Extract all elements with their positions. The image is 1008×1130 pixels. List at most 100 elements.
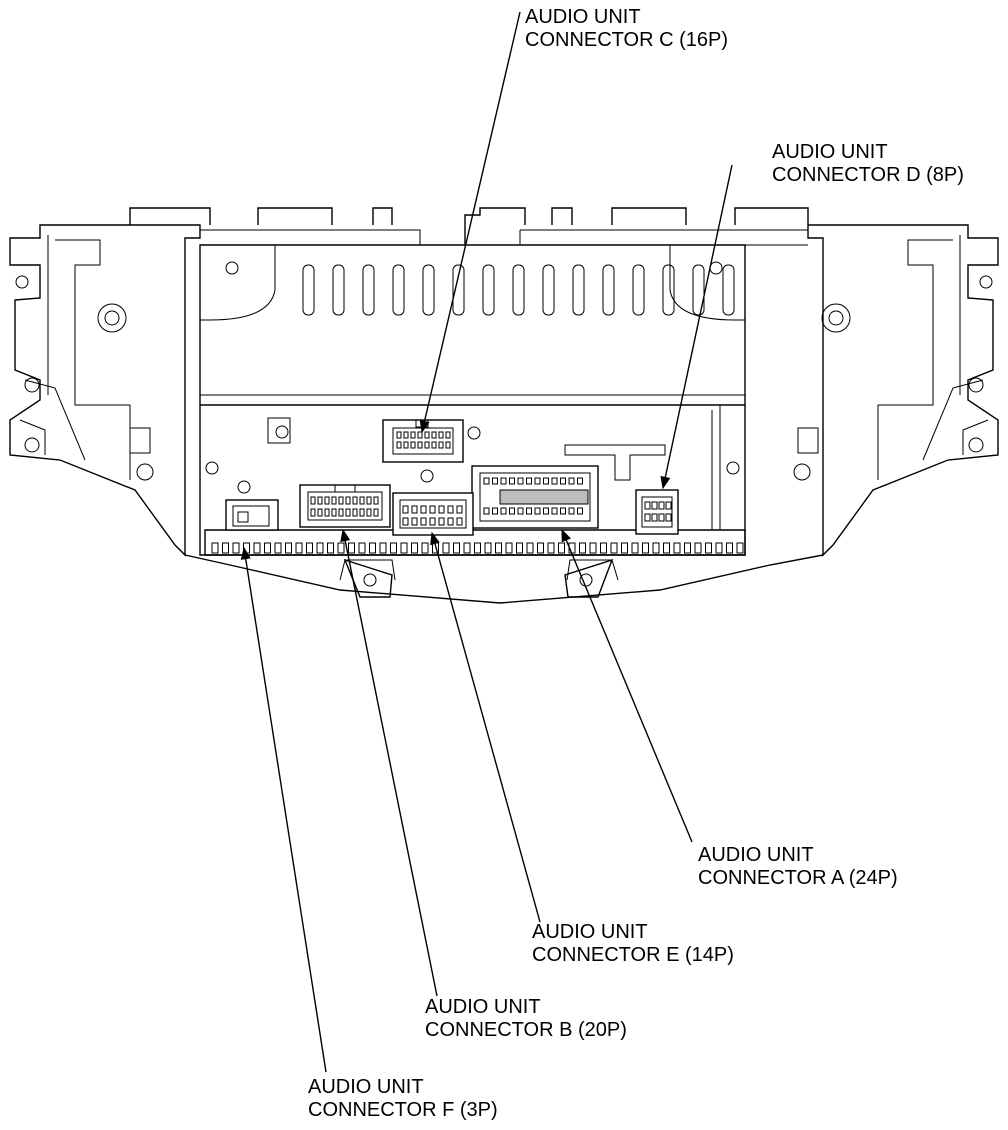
connector-pin [420, 517, 427, 526]
bottom-tooth [306, 542, 313, 554]
connector-pin [396, 431, 402, 439]
bottom-tooth [484, 542, 492, 554]
bottom-tooth [400, 542, 408, 554]
connector-pin [438, 441, 444, 449]
connector-pin [373, 496, 379, 505]
callout-d-line1: AUDIO UNIT [772, 141, 888, 163]
connector-f [225, 499, 279, 531]
connector-e [392, 492, 474, 536]
connector-pin [577, 507, 583, 515]
connector-pin [345, 496, 351, 505]
bottom-tooth [253, 542, 261, 554]
connector-pin [445, 441, 451, 449]
vent-slot [722, 264, 735, 316]
bottom-tooth [295, 542, 303, 554]
vent-slot [302, 264, 315, 316]
bottom-tooth [442, 542, 450, 554]
bottom-tooth [348, 542, 355, 554]
callout-c-line2: CONNECTOR C (16P) [525, 29, 728, 51]
bottom-tooth [505, 542, 513, 554]
bottom-edge [184, 529, 824, 604]
connector-pin [456, 517, 463, 526]
connector-pin [402, 505, 409, 514]
vent-slot [662, 264, 675, 316]
bottom-tooth [610, 542, 618, 554]
leader-a [561, 528, 693, 843]
connector-pin [543, 477, 549, 485]
connector-pin [644, 513, 651, 522]
connector-pin [534, 477, 541, 485]
connector-pin [551, 507, 558, 515]
bottom-tooth [232, 542, 240, 554]
connector-pin [438, 505, 445, 514]
bottom-tooth [579, 542, 586, 554]
callout-d-line2: CONNECTOR D (8P) [772, 164, 964, 186]
connector-pin [324, 508, 330, 517]
callout-connector-f: AUDIO UNIT CONNECTOR F (3P) [308, 1076, 498, 1122]
leader-b [340, 528, 438, 997]
connector-pin [429, 505, 436, 514]
connector-pin [366, 508, 372, 517]
bottom-tooth [474, 542, 481, 554]
connector-pin [551, 477, 558, 485]
connector-pin [447, 517, 454, 526]
callout-connector-c: AUDIO UNIT CONNECTOR C (16P) [525, 6, 728, 52]
connector-pin [568, 507, 575, 515]
leader-e [430, 531, 541, 923]
connector-pin [658, 501, 665, 510]
connector-pin [534, 507, 541, 515]
bottom-tooth [453, 542, 460, 554]
bottom-tooth [705, 542, 712, 554]
connector-pin [577, 477, 583, 485]
connector-pin [403, 441, 409, 449]
bottom-tooth [274, 542, 282, 554]
vent-slot [482, 264, 495, 316]
callout-f-line2: CONNECTOR F (3P) [308, 1099, 498, 1121]
connector-pin [373, 508, 379, 517]
connector-pin [543, 507, 549, 515]
bottom-tooth [547, 542, 555, 554]
connector-pin [310, 508, 316, 517]
bottom-tooth [600, 542, 607, 554]
connector-pin [324, 496, 330, 505]
connector-pin [560, 477, 566, 485]
connector-pin [410, 441, 416, 449]
bottom-tooth [526, 542, 534, 554]
leader-f [240, 546, 327, 1073]
connector-pin [500, 477, 507, 485]
connector-pin [402, 517, 409, 526]
connector-pin [651, 501, 658, 510]
connector-pin [317, 496, 323, 505]
connector-pin [410, 431, 416, 439]
connector-pin [500, 507, 507, 515]
connector-pin [526, 507, 532, 515]
connector-pin [665, 501, 672, 510]
callout-a-line1: AUDIO UNIT [698, 844, 814, 866]
callout-c-line1: AUDIO UNIT [525, 6, 641, 28]
connector-pin [568, 477, 575, 485]
connector-pin [483, 477, 490, 485]
connector-pin [526, 477, 532, 485]
vent-slot [692, 264, 705, 316]
bottom-tooth [358, 542, 366, 554]
vent-slots [302, 264, 735, 316]
bottom-tooth [463, 542, 471, 554]
connector-pin [492, 507, 498, 515]
connector-pin [644, 501, 651, 510]
bottom-tooth [558, 542, 565, 554]
leader-d [660, 164, 733, 490]
right-bracket [793, 224, 999, 557]
connector-pin [331, 508, 337, 517]
connector-pin [438, 517, 445, 526]
vent-slot [512, 264, 525, 316]
connector-d [635, 489, 679, 535]
connector-pin [366, 496, 372, 505]
vent-slot [632, 264, 645, 316]
bottom-tooth [715, 542, 723, 554]
bottom-tooth [211, 542, 219, 554]
callout-a-line2: CONNECTOR A (24P) [698, 867, 898, 889]
bottom-tooth [736, 542, 744, 554]
callout-b-line2: CONNECTOR B (20P) [425, 1019, 627, 1041]
vent-slot [572, 264, 585, 316]
connector-b [299, 484, 391, 528]
